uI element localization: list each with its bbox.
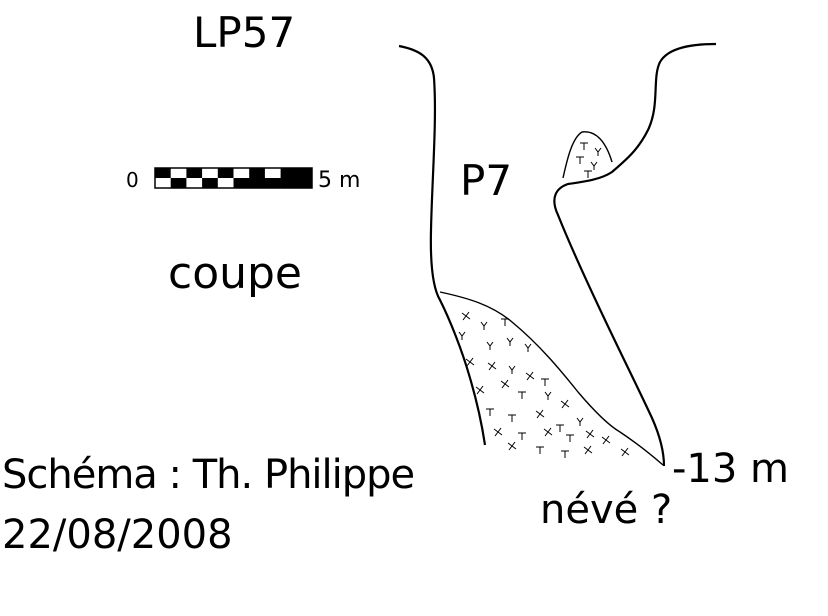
pocket-hatching — [576, 142, 602, 178]
hatch-mark — [493, 427, 503, 437]
scale-segment-bottom — [280, 178, 297, 188]
hatch-mark — [585, 429, 595, 439]
hatch-mark — [475, 385, 485, 395]
hatch-mark — [536, 446, 544, 454]
hatch-mark — [507, 441, 517, 451]
scale-segment-bottom — [264, 178, 281, 188]
hatch-mark — [556, 424, 564, 432]
hatch-mark — [590, 161, 598, 170]
scale-segment-top — [233, 168, 250, 178]
scale-bar — [154, 167, 313, 189]
scale-segment-bottom — [296, 178, 313, 188]
right-wall — [553, 42, 717, 467]
scale-segment-top — [249, 168, 266, 178]
scale-segment-bottom — [186, 178, 203, 188]
scale-segment-top — [155, 168, 171, 178]
scale-segment-top — [202, 168, 219, 178]
hatch-mark — [458, 331, 466, 340]
hatch-mark — [576, 417, 584, 426]
hatch-mark — [518, 432, 526, 440]
hatch-mark — [500, 379, 510, 389]
deposit-label: névé ? — [540, 487, 673, 533]
date-line: 22/08/2008 — [2, 512, 233, 558]
hatch-mark — [584, 170, 592, 178]
hatch-mark — [544, 391, 552, 400]
hatch-mark — [576, 156, 584, 164]
hatch-mark — [461, 311, 471, 321]
hatch-mark — [543, 427, 553, 437]
hatch-mark — [506, 337, 514, 346]
scale-segment-bottom — [155, 178, 171, 188]
scale-segment-bottom — [202, 178, 219, 188]
hatch-mark — [465, 357, 475, 367]
hatch-mark — [524, 343, 532, 352]
scale-segment-top — [264, 168, 281, 178]
scale-segment-top — [296, 168, 313, 178]
hatch-mark — [541, 378, 549, 386]
credit-line: Schéma : Th. Philippe — [2, 452, 415, 498]
hatch-mark — [480, 321, 488, 330]
scale-segment-bottom — [249, 178, 266, 188]
hatch-mark — [566, 434, 574, 442]
deposit-hatching — [458, 311, 630, 458]
scale-segment-top — [280, 168, 297, 178]
hatch-mark — [583, 445, 593, 455]
hatch-mark — [561, 450, 569, 458]
hatch-mark — [518, 391, 526, 399]
hatch-mark — [560, 399, 570, 409]
scale-segment-top — [170, 168, 187, 178]
hatch-mark — [508, 365, 516, 374]
shaft-label: P7 — [460, 156, 513, 205]
hatch-mark — [486, 408, 494, 416]
hatch-mark — [501, 318, 509, 326]
scale-segment-bottom — [217, 178, 234, 188]
scale-start-label: 0 — [126, 168, 139, 192]
hatch-mark — [486, 341, 494, 350]
hatch-mark — [535, 409, 545, 419]
left-wall — [398, 44, 487, 446]
hatch-mark — [508, 414, 516, 422]
scale-segment-top — [186, 168, 203, 178]
deposit-outline — [439, 291, 664, 466]
view-label: coupe — [168, 248, 302, 299]
scale-end-label: 5 m — [318, 168, 361, 193]
scale-segment-top — [217, 168, 234, 178]
scale-bar-outline — [154, 167, 313, 189]
ledge-pocket-outline — [562, 131, 613, 179]
depth-label: -13 m — [672, 446, 790, 492]
hatch-mark — [525, 371, 535, 381]
survey-title: LP57 — [193, 8, 296, 57]
hatch-mark — [620, 447, 630, 457]
hatch-mark — [580, 142, 588, 150]
hatch-mark — [594, 147, 602, 156]
scale-segment-bottom — [170, 178, 187, 188]
hatch-mark — [601, 435, 611, 445]
hatch-mark — [487, 361, 497, 371]
scale-segment-bottom — [233, 178, 250, 188]
